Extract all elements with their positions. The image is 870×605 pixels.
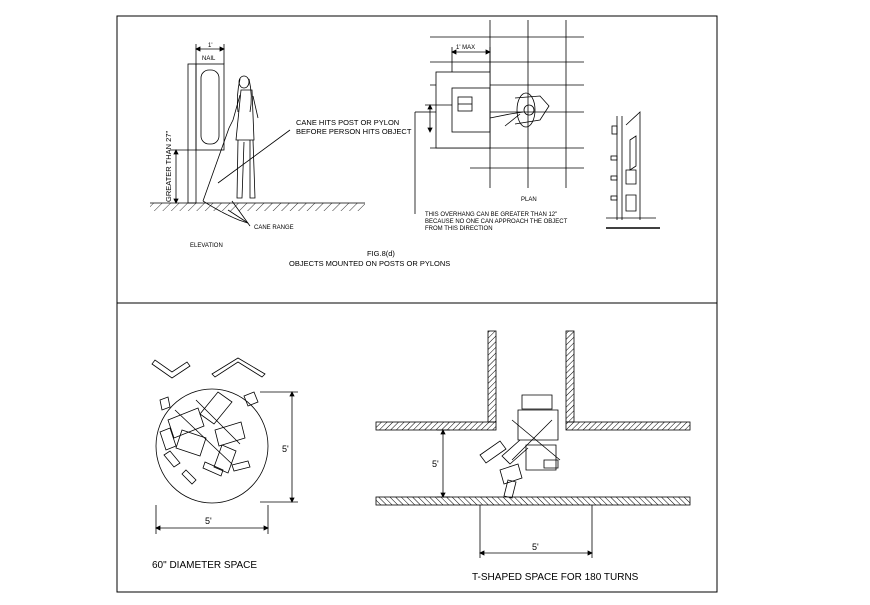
- diameter-dim-horizontal: 5': [205, 516, 212, 526]
- elevation-dim-height: GREATER THAN 27": [164, 131, 173, 202]
- elevation-note-line2: BEFORE PERSON HITS OBJECT: [296, 127, 412, 136]
- elevation-note-line1: CANE HITS POST OR PYLON: [296, 118, 399, 127]
- elevation-dim-width: 1': [208, 43, 212, 49]
- diameter-caption: 60" DIAMETER SPACE: [152, 560, 257, 571]
- elevation-view: [150, 44, 365, 227]
- side-detail-sketches: [606, 111, 660, 229]
- figure-number: FIG.8(d): [367, 249, 395, 258]
- plan-dim-max: 1' MAX: [456, 45, 475, 51]
- elevation-dim-nail: NAIL: [202, 56, 216, 62]
- plan-view-label: PLAN: [521, 197, 537, 203]
- diameter-space-diagram: [151, 357, 298, 534]
- t-shape-caption: T-SHAPED SPACE FOR 180 TURNS: [472, 572, 639, 583]
- t-shaped-space-diagram: [375, 330, 691, 558]
- elevation-view-label: ELEVATION: [190, 243, 223, 249]
- plan-overhang-note-line3: FROM THIS DIRECTION: [425, 226, 493, 232]
- figure-caption: OBJECTS MOUNTED ON POSTS OR PYLONS: [289, 259, 450, 268]
- diameter-dim-vertical: 5': [282, 444, 289, 454]
- plan-overhang-note-line1: THIS OVERHANG CAN BE GREATER THAN 12": [425, 212, 557, 218]
- sheet-border: [116, 15, 718, 593]
- t-shape-dim-horizontal: 5': [532, 542, 539, 552]
- t-shape-dim-vertical: 5': [432, 459, 439, 469]
- plan-overhang-note-line2: BECAUSE NO ONE CAN APPROACH THE OBJECT: [425, 219, 568, 225]
- elevation-cane-range: CANE RANGE: [254, 225, 294, 231]
- plan-view: [414, 20, 584, 214]
